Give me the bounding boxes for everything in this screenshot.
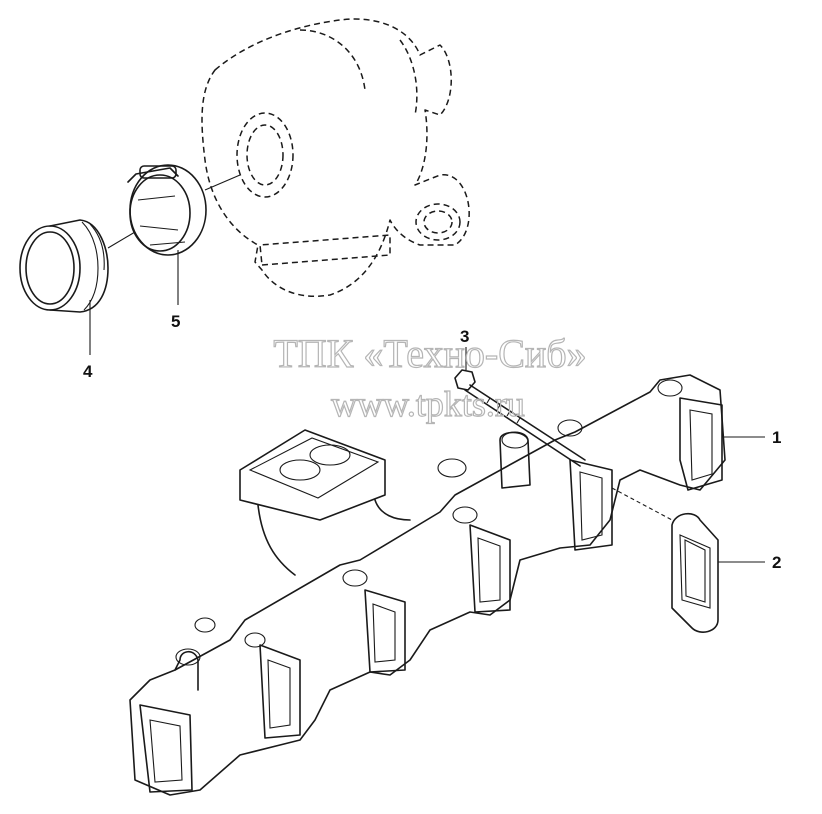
manifold-bolt [454, 369, 586, 467]
watermark-url: www.tpkts.ru [331, 384, 525, 424]
callout-4: 4 [83, 362, 93, 381]
exhaust-manifold [129, 374, 726, 796]
manifold-gasket [671, 512, 719, 633]
callout-2: 2 [772, 553, 781, 572]
watermark-company: ТПК «Техно-Сиб» [273, 331, 586, 376]
callout-1: 1 [772, 428, 781, 447]
callout-3: 3 [460, 327, 469, 346]
v-band-clamp [127, 164, 207, 256]
sleeve-adapter [19, 219, 109, 313]
callout-5: 5 [171, 312, 180, 331]
turbocharger-outline [201, 18, 470, 297]
